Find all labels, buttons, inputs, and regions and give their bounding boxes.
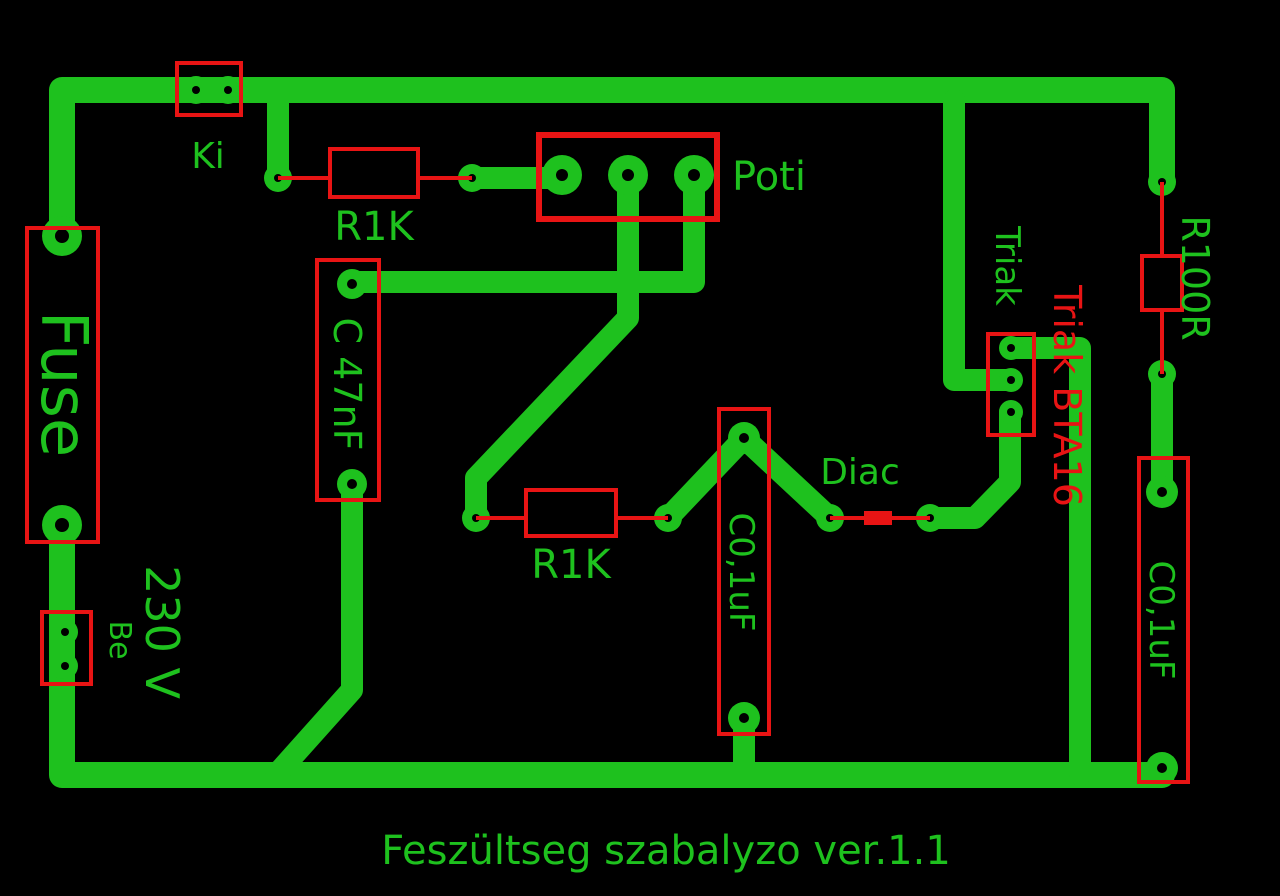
label-r100: R100R (1173, 215, 1217, 340)
outline-fuse (25, 226, 100, 544)
label-be: Be (102, 620, 137, 659)
outline-cap-mid (717, 407, 771, 736)
label-r1k-mid: R1K (531, 542, 612, 588)
label-voltage: 230 V (135, 565, 189, 699)
outline-cap-right (1137, 456, 1190, 784)
outline-r1k-top (328, 147, 420, 199)
outline-poti (536, 132, 720, 222)
silkscreen-labels: Ki Fuse Be 230 V R1K Poti C 47nF R1K C0,… (26, 136, 1217, 874)
label-cap-right: C0,1uF (1141, 561, 1181, 680)
outline-r1k-mid (524, 488, 618, 538)
label-r1k-top: R1K (334, 204, 415, 250)
trace-poti-right-down (341, 167, 705, 293)
label-poti: Poti (732, 154, 806, 200)
label-cap-mid: C0,1uF (721, 513, 761, 632)
outline-c47n (315, 258, 381, 502)
body-diac (864, 511, 892, 525)
board-title: Feszültseg szabalyzo ver.1.1 (381, 828, 951, 874)
trace-poti-wiper-down (465, 167, 639, 529)
label-c47n: C 47nF (325, 318, 369, 451)
outline-r100 (1140, 254, 1184, 312)
label-diac: Diac (820, 452, 900, 493)
label-ki: Ki (191, 136, 225, 177)
outline-triac (986, 332, 1036, 437)
trace-c47n-to-ground (265, 473, 363, 786)
outline-switch-ki (175, 61, 243, 117)
outline-input-be (40, 610, 93, 686)
silkscreen-outlines (25, 61, 1190, 784)
label-triak: Triak (987, 225, 1027, 306)
trace-left-rail (49, 512, 1175, 788)
trace-diac-to-triac (919, 401, 1021, 529)
label-triac-part: Triak BTA16 (1045, 284, 1089, 507)
copper-traces (49, 77, 1175, 788)
label-fuse: Fuse (26, 311, 100, 458)
